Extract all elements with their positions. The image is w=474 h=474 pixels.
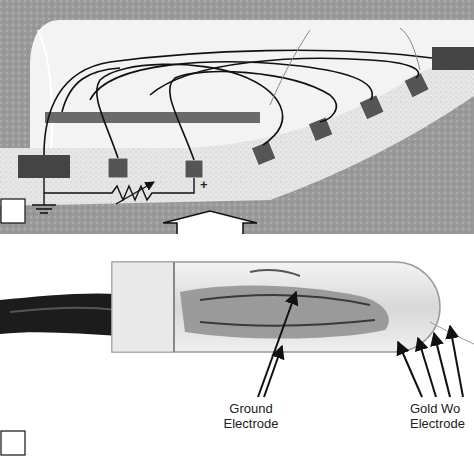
reference-bar: [45, 112, 260, 123]
wires: [44, 50, 432, 160]
ground-symbol: [32, 205, 56, 213]
schematic-panel: [0, 0, 474, 234]
thin-wires: [270, 28, 420, 105]
polarity-sign: +: [200, 178, 208, 191]
ground-wire: [250, 270, 300, 276]
tube-wall-lower: [0, 96, 474, 234]
part-label: Gold Wo Electrode: [410, 401, 470, 431]
tube-wall: [0, 0, 474, 234]
electrode-pad: [308, 117, 333, 142]
photo-panel: [0, 262, 474, 455]
part-label: Ground Electrode: [205, 401, 297, 431]
capsule: [112, 262, 440, 352]
cable: [0, 293, 120, 336]
electrode-pad: [185, 160, 203, 178]
connector-block: [432, 47, 474, 70]
circuit: [32, 178, 194, 213]
panel-label-box: [1, 199, 25, 223]
variable-arrow: [116, 182, 154, 204]
ground-electrode: [18, 155, 70, 178]
block-arrow: [163, 211, 257, 234]
leader-arrows: [258, 292, 463, 397]
collar: [112, 262, 174, 352]
sensor-core: [180, 286, 389, 339]
panel-label-box: [1, 431, 25, 455]
electrode-pad: [108, 158, 128, 178]
resistor-symbol: [44, 178, 194, 200]
